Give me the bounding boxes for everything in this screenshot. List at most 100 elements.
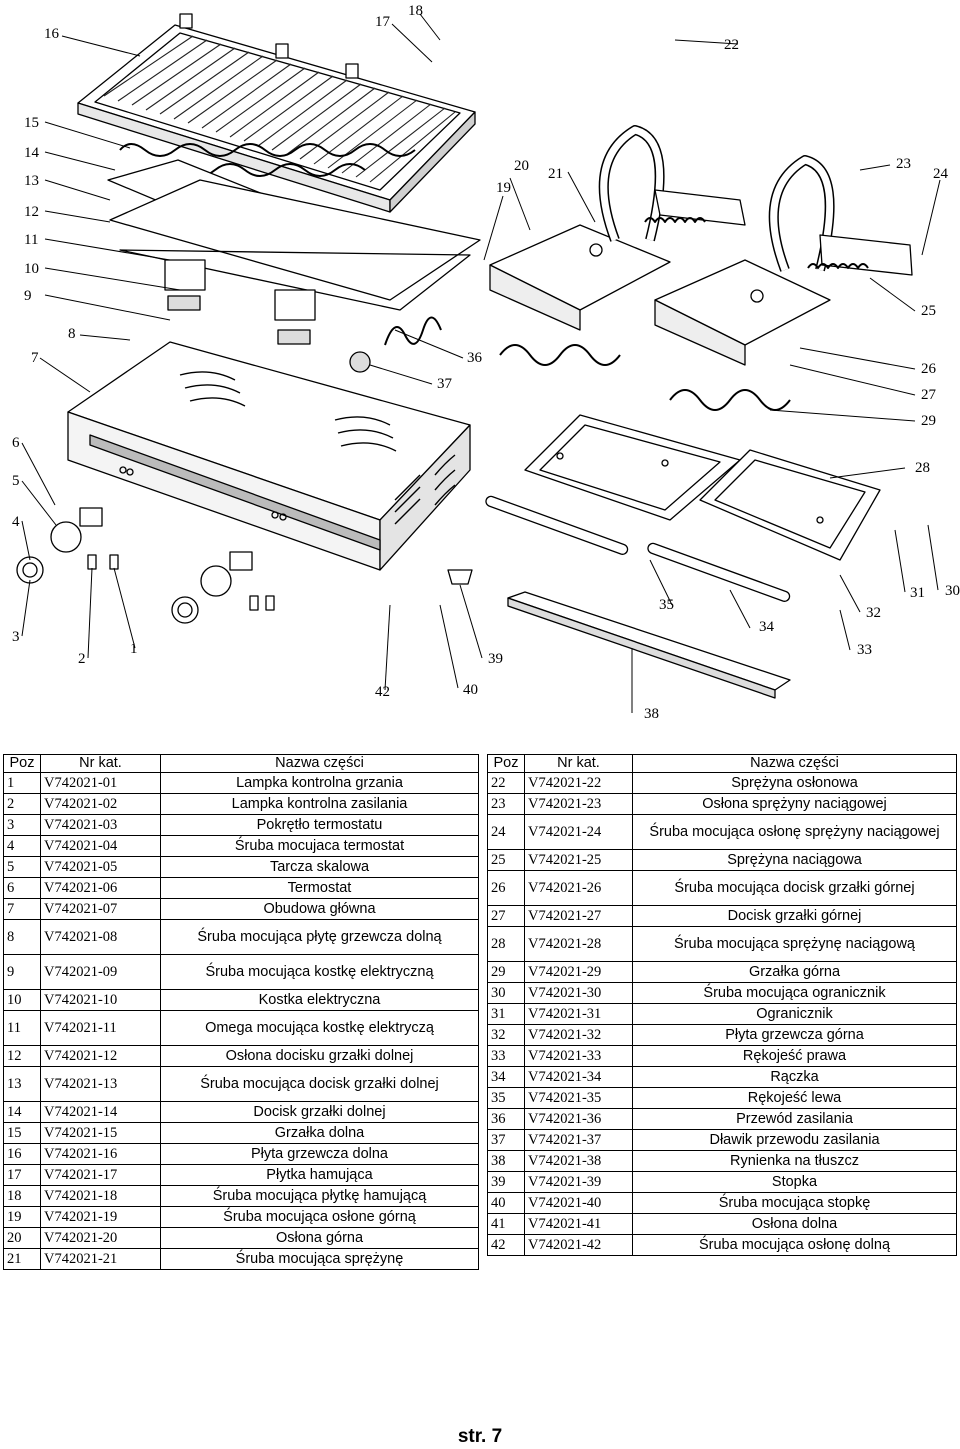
callout-17: 17: [375, 14, 391, 30]
cell-code: V742021-37: [524, 1129, 633, 1151]
cell-name: Śruba mocująca osłone górną: [160, 1206, 479, 1228]
callout-35: 35: [659, 597, 674, 613]
cell-name: Rękojeść lewa: [632, 1087, 957, 1109]
cell-poz: 12: [3, 1045, 41, 1067]
cell-poz: 20: [3, 1227, 41, 1249]
callout-1: 1: [130, 641, 138, 657]
cell-name: Osłona górna: [160, 1227, 479, 1249]
cell-poz: 36: [487, 1108, 525, 1130]
cell-poz: 18: [3, 1185, 41, 1207]
callout-25: 25: [921, 303, 936, 319]
callout-20: 20: [514, 158, 529, 174]
cell-name: Śruba mocująca docisk grzałki dolnej: [160, 1066, 479, 1102]
cell-code: V742021-33: [524, 1045, 633, 1067]
lower-grill-plate: [77, 13, 476, 213]
cell-code: V742021-07: [40, 898, 161, 920]
cell-code: V742021-22: [524, 772, 633, 794]
cell-poz: 42: [487, 1234, 525, 1256]
cell-name: Sprężyna naciągowa: [632, 849, 957, 871]
cell-code: V742021-36: [524, 1108, 633, 1130]
cell-name: Stopka: [632, 1171, 957, 1193]
cell-poz: 3: [3, 814, 41, 836]
cell-poz: 24: [487, 814, 525, 850]
upper-plates: [485, 414, 881, 602]
callout-31: 31: [910, 585, 925, 601]
cell-name: Śruba mocujaca termostat: [160, 835, 479, 857]
cell-code: V742021-24: [524, 814, 633, 850]
cell-name: Docisk grzałki górnej: [632, 905, 957, 927]
cell-code: V742021-19: [40, 1206, 161, 1228]
lower-heater-assembly: [107, 143, 481, 345]
cell-code: V742021-17: [40, 1164, 161, 1186]
cell-code: V742021-18: [40, 1185, 161, 1207]
cell-poz: 1: [3, 772, 41, 794]
cell-poz: 35: [487, 1087, 525, 1109]
cell-name: Śruba mocująca osłonę dolną: [632, 1234, 957, 1256]
cell-poz: 14: [3, 1101, 41, 1123]
callout-labels: 1617182215141312111098765432120192123242…: [12, 3, 960, 722]
callout-22: 22: [724, 37, 739, 53]
cell-poz: 7: [3, 898, 41, 920]
cell-code: V742021-08: [40, 919, 161, 955]
foot: [447, 569, 473, 585]
cell-poz: 19: [3, 1206, 41, 1228]
callout-19: 19: [496, 180, 511, 196]
cell-name: Przewód zasilania: [632, 1108, 957, 1130]
cell-poz: 21: [3, 1248, 41, 1270]
callout-34: 34: [759, 619, 775, 635]
callout-32: 32: [866, 605, 881, 621]
upper-heaters: [499, 344, 791, 411]
cell-name: Śruba mocująca docisk grzałki górnej: [632, 870, 957, 906]
cell-code: V742021-12: [40, 1045, 161, 1067]
cell-code: V742021-30: [524, 982, 633, 1004]
cell-name: Docisk grzałki dolnej: [160, 1101, 479, 1123]
cell-poz: 5: [3, 856, 41, 878]
cell-name: Śruba mocująca sprężynę naciągową: [632, 926, 957, 962]
callout-26: 26: [921, 361, 937, 377]
cell-code: V742021-10: [40, 989, 161, 1011]
cell-code: V742021-21: [40, 1248, 161, 1270]
cell-code: V742021-15: [40, 1122, 161, 1144]
cell-name: Lampka kontrolna grzania: [160, 772, 479, 794]
cell-code: V742021-39: [524, 1171, 633, 1193]
cell-code: V742021-40: [524, 1192, 633, 1214]
cell-code: V742021-26: [524, 870, 633, 906]
callout-30: 30: [945, 583, 960, 599]
cell-poz: 26: [487, 870, 525, 906]
cell-poz: 28: [487, 926, 525, 962]
cell-name: Rączka: [632, 1066, 957, 1088]
cell-name: Osłona docisku grzałki dolnej: [160, 1045, 479, 1067]
cell-name: Ogranicznik: [632, 1003, 957, 1025]
cell-poz: 41: [487, 1213, 525, 1235]
callout-9: 9: [24, 288, 32, 304]
cell-code: V742021-16: [40, 1143, 161, 1165]
header-code: Nr kat.: [524, 754, 633, 773]
cell-code: V742021-38: [524, 1150, 633, 1172]
cell-poz: 25: [487, 849, 525, 871]
grease-tray: [507, 591, 791, 699]
cell-code: V742021-03: [40, 814, 161, 836]
cell-poz: 16: [3, 1143, 41, 1165]
cell-name: Pokrętło termostatu: [160, 814, 479, 836]
cell-code: V742021-23: [524, 793, 633, 815]
callout-40: 40: [463, 682, 478, 698]
